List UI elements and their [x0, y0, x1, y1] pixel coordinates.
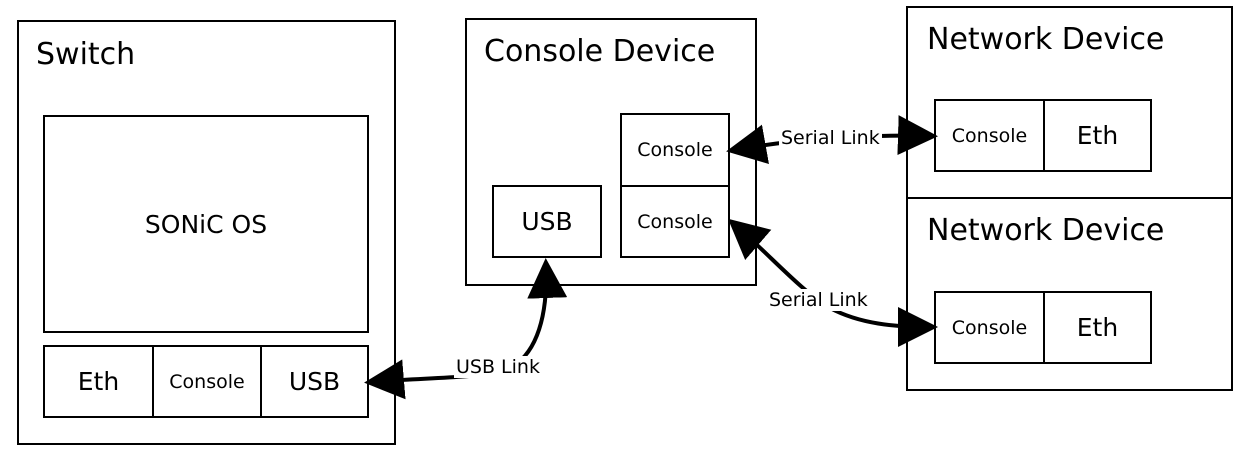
- network-device-2-console-label: Console: [951, 316, 1028, 339]
- switch-usb-port: USB: [260, 345, 369, 418]
- switch-eth-label: Eth: [77, 367, 120, 396]
- serial-link-2-label: Serial Link: [767, 289, 870, 311]
- sonic-os-label: SONiC OS: [144, 209, 268, 239]
- console-device-console-label-2: Console: [637, 210, 713, 233]
- console-device-usb-label: USB: [521, 207, 573, 236]
- network-device-1-console-port: Console: [934, 99, 1045, 172]
- console-device-console-port-1: Console: [620, 113, 730, 187]
- console-device-title: Console Device: [484, 34, 716, 69]
- network-device-1-eth-label: Eth: [1076, 121, 1119, 150]
- switch-usb-label: USB: [288, 367, 341, 396]
- network-device-1-title: Network Device: [927, 22, 1165, 57]
- switch-console-port: Console: [152, 345, 262, 418]
- network-device-1-eth-port: Eth: [1043, 99, 1152, 172]
- switch-console-label: Console: [169, 370, 245, 393]
- serial-link-2-line: [727, 218, 938, 347]
- usb-link-label: USB Link: [454, 356, 542, 378]
- switch-title: Switch: [36, 37, 136, 72]
- network-device-1-console-label: Console: [951, 124, 1028, 147]
- serial-link-1-label: Serial Link: [779, 127, 882, 149]
- network-device-2-title: Network Device: [927, 213, 1165, 248]
- network-device-2-eth-port: Eth: [1043, 291, 1152, 364]
- network-device-2-eth-label: Eth: [1076, 313, 1119, 342]
- console-device-console-label-1: Console: [637, 139, 713, 161]
- console-device-usb-port: USB: [492, 185, 602, 258]
- console-device-console-port-2: Console: [620, 185, 730, 258]
- sonic-os-box: SONiC OS: [43, 115, 369, 333]
